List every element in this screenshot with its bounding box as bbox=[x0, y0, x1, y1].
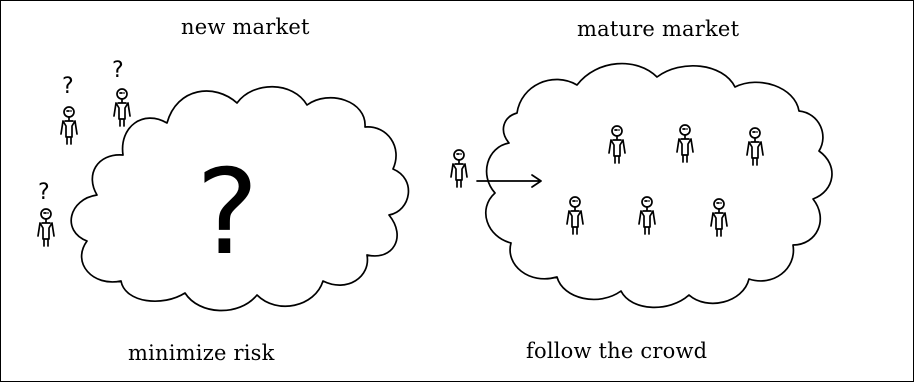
big-question-mark: ? bbox=[196, 143, 259, 281]
puzzled-person-icon bbox=[113, 88, 131, 127]
mature-market-cloud bbox=[484, 62, 833, 309]
arrow-right-icon bbox=[476, 174, 542, 188]
new-market-title: new market bbox=[181, 15, 310, 39]
crowd-person-icon bbox=[638, 196, 656, 235]
crowd-person-icon bbox=[710, 198, 728, 237]
question-mark-icon: ? bbox=[62, 74, 74, 99]
newcomer-person-icon bbox=[450, 149, 468, 188]
follow-the-crowd-caption: follow the crowd bbox=[526, 339, 708, 363]
minimize-risk-caption: minimize risk bbox=[128, 341, 275, 365]
puzzled-person-icon bbox=[37, 208, 55, 247]
crowd-person-icon bbox=[566, 196, 584, 235]
puzzled-person-icon bbox=[60, 106, 78, 145]
crowd-person-icon bbox=[608, 125, 626, 164]
new-market-cloud bbox=[70, 85, 410, 312]
question-mark-icon: ? bbox=[38, 180, 50, 205]
crowd-person-icon bbox=[746, 127, 764, 166]
crowd-person-icon bbox=[676, 124, 694, 163]
question-mark-icon: ? bbox=[112, 58, 124, 83]
mature-market-title: mature market bbox=[577, 17, 740, 41]
